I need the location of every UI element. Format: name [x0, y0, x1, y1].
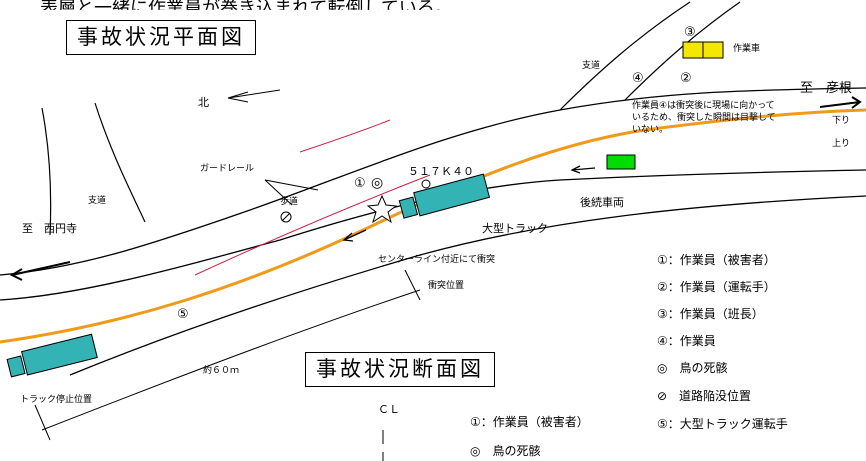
legend-item-1: ①：作業員（被害者） [657, 253, 776, 267]
following-vehicle-label: 後続車両 [580, 196, 624, 209]
road-edge-upper [0, 87, 866, 276]
large-truck-label: 大型トラック [482, 222, 548, 235]
centerline-collision-label: センターライン付近にて衝突 [378, 255, 496, 265]
small-marker [421, 179, 431, 189]
collision-position-label: 衝突位置 [428, 281, 465, 291]
marker-2: ② [680, 71, 692, 86]
worker4-note-line2: いるため、衝突した瞬間は目撃して [632, 113, 776, 123]
distance-bracket [34, 269, 421, 441]
section-legend-item-1: ①：作業員（被害者） [470, 415, 589, 429]
large-truck-collision [398, 173, 491, 219]
sidewalk-label: 歩道 [280, 197, 299, 207]
side-road-top-left [559, 1, 691, 111]
worker4-note-line3: いない。 [632, 125, 669, 135]
legend-item-4: ④：作業員 [657, 334, 716, 348]
to-seienji-label: 至 西円寺 [22, 222, 77, 235]
plan-title: 事故状況平面図 [66, 20, 256, 56]
guardrail-line-2 [299, 119, 391, 153]
side-road-right-edge [94, 102, 146, 223]
north-arrow [227, 89, 281, 103]
marker-5: ⑤ [177, 307, 189, 322]
marker-4: ④ [632, 71, 644, 86]
marker-3: ③ [684, 25, 696, 40]
following-vehicle [606, 154, 636, 170]
legend-item-3: ③：作業員（班長） [657, 307, 764, 321]
side-road-top-label: 支道 [582, 61, 601, 71]
truck-stop-label: トラック停止位置 [20, 395, 93, 405]
truck-path-arrow [342, 229, 367, 242]
legend-item-2: ②：作業員（運転手） [657, 280, 776, 294]
legend-item-7: ⑤：大型トラック運転手 [657, 417, 788, 431]
section-legend-item-2: ◎ 鳥の死骸 [470, 444, 541, 458]
km-post-label: ５１７Ｋ４０ [408, 165, 474, 178]
collision-star [366, 194, 398, 224]
to-seienji-arrow [9, 261, 71, 281]
road-depression-marker [280, 211, 292, 223]
down-lane-label: 下り [832, 116, 851, 126]
work-vehicle-label: 作業車 [733, 44, 761, 54]
road-edge-bottom [69, 195, 866, 376]
to-hikone-arrow [819, 96, 862, 109]
bird-marker: ◎ [371, 175, 384, 191]
distance-label: 約６０ｍ [203, 366, 240, 376]
section-title: 事故状況断面図 [305, 352, 495, 388]
legend-item-6: ⊘ 道路陥没位置 [657, 389, 752, 403]
up-lane-arrow [570, 165, 596, 174]
to-hikone-label: 至 彦根 [800, 81, 853, 96]
worker4-note-line1: 作業員④は衝突後に現場に向かって [632, 101, 775, 111]
side-road-left-edge [41, 107, 52, 236]
large-truck-stopped [6, 333, 98, 378]
legend-item-5: ◎ 鳥の死骸 [657, 361, 728, 375]
up-lane-label: 上り [832, 139, 851, 149]
side-road-left-label: 支道 [88, 196, 107, 206]
guardrail-pointer-arrow [264, 179, 319, 206]
north-label: 北 [198, 96, 209, 109]
marker-1: ① [354, 176, 366, 191]
guardrail-label: ガードレール [200, 164, 255, 174]
header-partial-text: 表層と一緒に作業員が巻き込まれて転倒している。 [40, 0, 453, 19]
guardrail-line [194, 174, 431, 276]
cl-label: ＣＬ [378, 403, 400, 416]
